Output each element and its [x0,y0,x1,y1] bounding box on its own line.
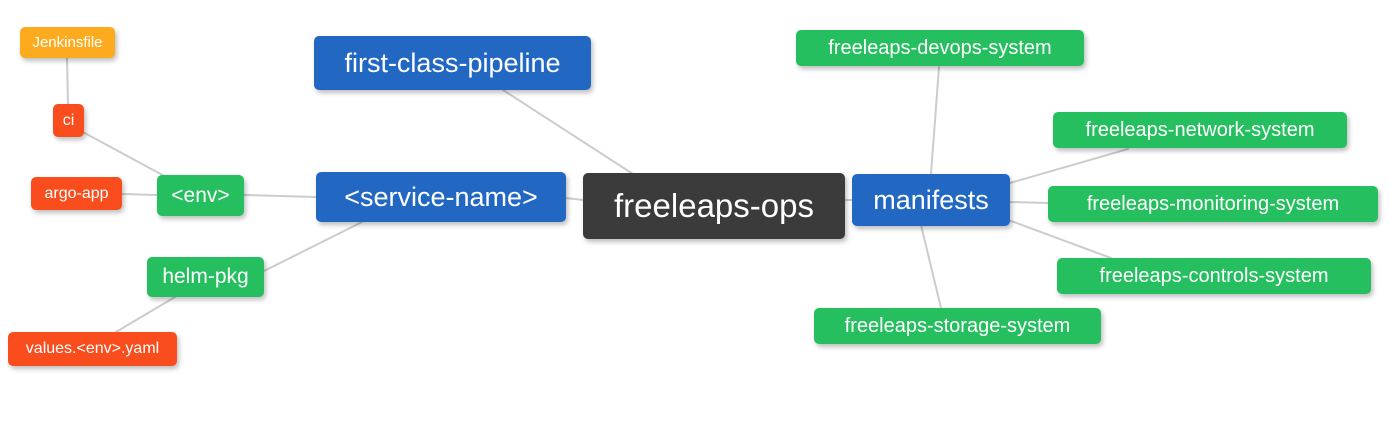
node-jenkinsfile[interactable]: Jenkinsfile [20,27,115,58]
node-freeleaps-storage-system[interactable]: freeleaps-storage-system [814,308,1101,344]
edge-env-service-name [243,194,317,198]
edge-manifests-controls [1010,220,1112,259]
node-env[interactable]: <env> [157,175,244,216]
node-freeleaps-ops[interactable]: freeleaps-ops [583,173,845,239]
edge-argo-app-env [121,193,158,196]
node-freeleaps-controls-system[interactable]: freeleaps-controls-system [1057,258,1371,294]
node-values-env-yaml[interactable]: values.<env>.yaml [8,332,177,366]
node-freeleaps-network-system[interactable]: freeleaps-network-system [1053,112,1347,148]
edge-values-helm-pkg [115,296,176,333]
node-manifests[interactable]: manifests [852,174,1010,226]
edge-ci-env [80,130,169,179]
node-first-class-pipeline[interactable]: first-class-pipeline [314,36,591,90]
edge-helm-pkg-service-name [263,221,363,272]
node-argo-app[interactable]: argo-app [31,177,122,210]
node-ci[interactable]: ci [53,104,84,137]
node-freeleaps-monitoring-system[interactable]: freeleaps-monitoring-system [1048,186,1378,222]
edge-manifests-monitoring [1009,201,1049,204]
node-helm-pkg[interactable]: helm-pkg [147,257,264,297]
edge-pipeline-freeleaps-ops [502,89,634,175]
edge-jenkinsfile-ci [66,57,69,105]
node-service-name[interactable]: <service-name> [316,172,566,222]
edge-manifests-storage [920,224,942,309]
node-freeleaps-devops-system[interactable]: freeleaps-devops-system [796,30,1084,66]
edge-service-name-freeleaps-ops [565,197,584,201]
edge-manifests-network [1009,148,1129,184]
edge-manifests-devops [930,66,940,175]
